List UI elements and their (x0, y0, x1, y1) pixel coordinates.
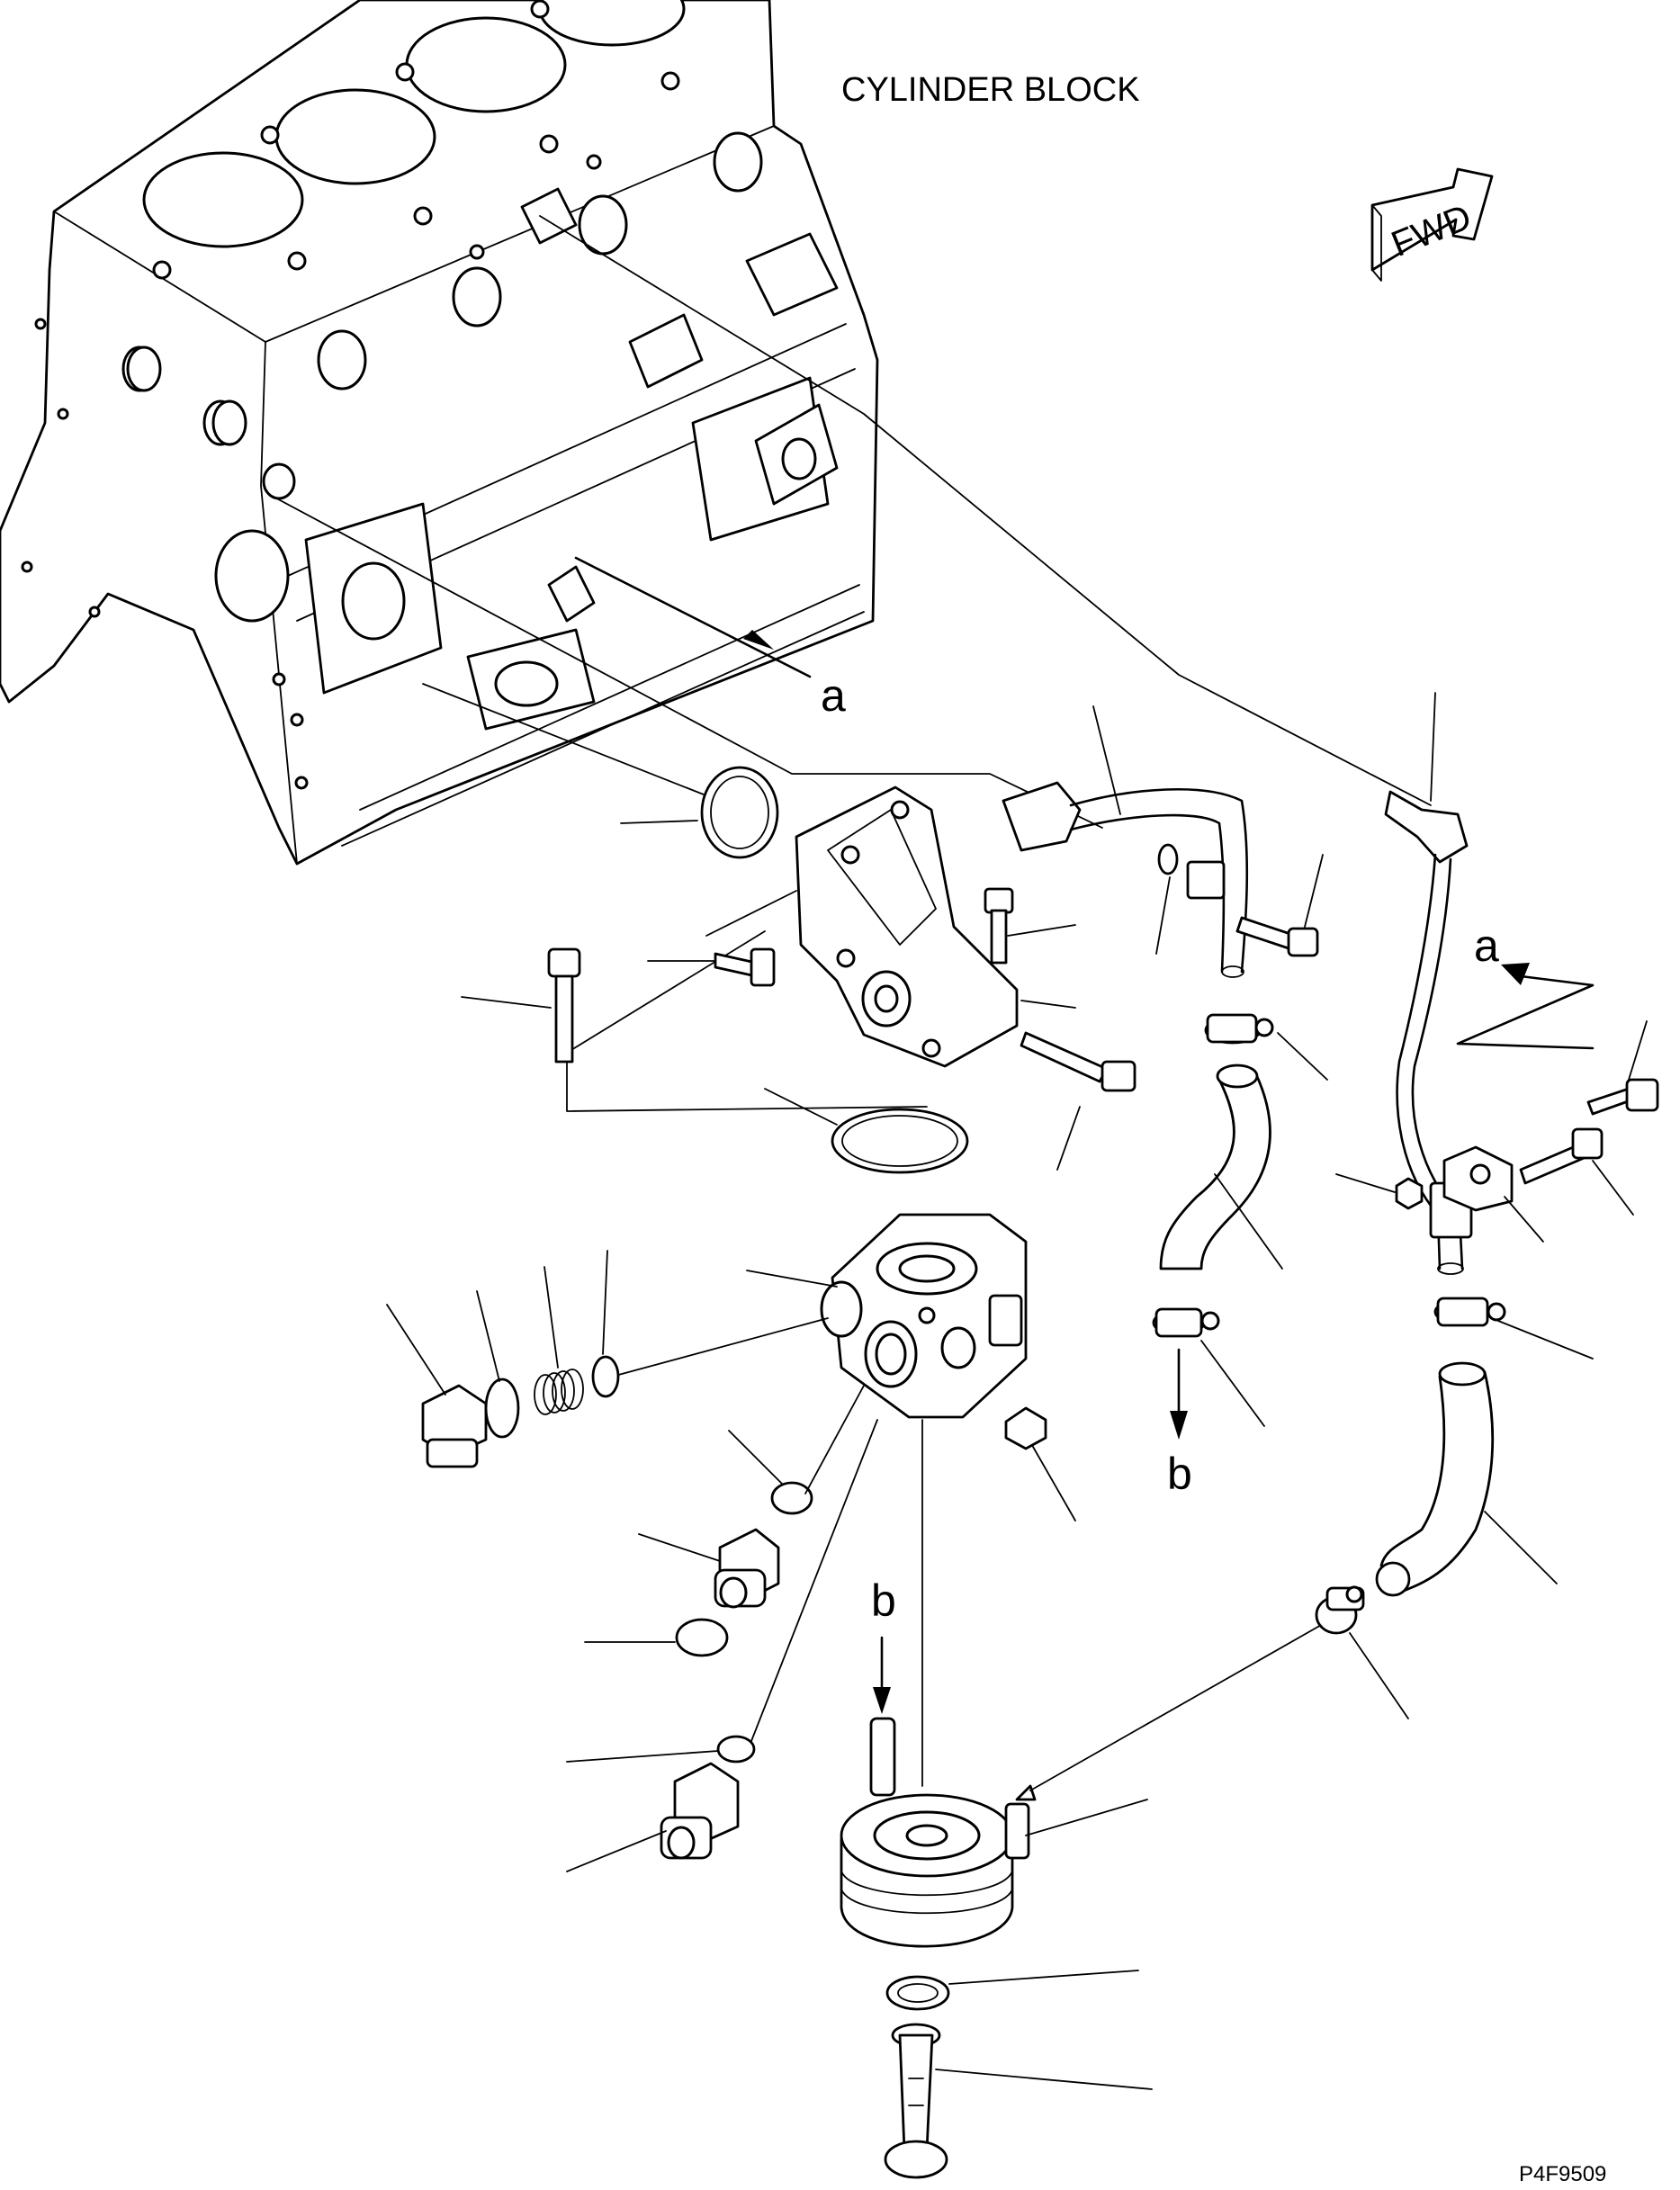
bolt (714, 947, 776, 987)
arrow-b-mid-head-icon (1170, 1411, 1188, 1440)
bolt (1235, 916, 1319, 957)
hose-clamp (1433, 1297, 1506, 1327)
hose-clamp (1152, 1307, 1220, 1338)
cylinder-block (0, 0, 879, 866)
bolt (547, 947, 581, 1064)
bolt (1020, 1031, 1136, 1092)
washer (885, 1975, 950, 2011)
cylinder-bore (142, 151, 304, 248)
center-bolt (884, 2023, 948, 2179)
arrow-a-right-head-icon (1501, 963, 1530, 985)
reference-a-top: a (821, 670, 846, 721)
reference-a-right: a (1474, 920, 1499, 971)
cylinder-bore (405, 16, 567, 113)
connector-fitting (660, 1762, 740, 1860)
reference-b-bottom: b (871, 1575, 896, 1626)
hose-clamp (1315, 1585, 1365, 1635)
fwd-arrow-icon: FWD (1370, 167, 1494, 282)
gasket (716, 1735, 756, 1764)
rubber-hose (1375, 1361, 1495, 1597)
bolt (1519, 1127, 1604, 1185)
valve (591, 1355, 620, 1398)
reference-b-mid: b (1167, 1449, 1192, 1499)
rubber-hose (1159, 1064, 1271, 1270)
arrow-a-head-icon (743, 630, 774, 650)
plug (421, 1384, 488, 1468)
spring (534, 1369, 584, 1415)
connector-fitting (714, 1528, 780, 1609)
hose-clamp (1204, 1013, 1274, 1045)
gasket (484, 1378, 520, 1439)
cylinder-bore (274, 88, 436, 185)
gasket (1157, 843, 1179, 875)
o-ring (831, 1108, 969, 1174)
gasket (675, 1618, 729, 1657)
bolt (984, 887, 1014, 965)
oil-cooler (840, 1784, 1037, 1948)
bolt (1586, 1078, 1659, 1116)
plug (1004, 1406, 1047, 1450)
bracket-plate (1442, 1145, 1514, 1212)
gasket (770, 1481, 813, 1515)
oil-filter-bracket (795, 785, 1019, 1068)
oil-cooler-housing (820, 1213, 1028, 1419)
cylinder-block-label: CYLINDER BLOCK (841, 71, 1140, 109)
oil-pipe (1002, 781, 1249, 978)
o-ring (700, 766, 779, 859)
arrow-b-bottom-head-icon (873, 1687, 891, 1714)
oil-pipe-long (1384, 790, 1473, 1275)
pipe-stub (869, 1717, 896, 1797)
figure-code: P4F9509 (1519, 2162, 1606, 2186)
nut (1395, 1177, 1424, 1210)
